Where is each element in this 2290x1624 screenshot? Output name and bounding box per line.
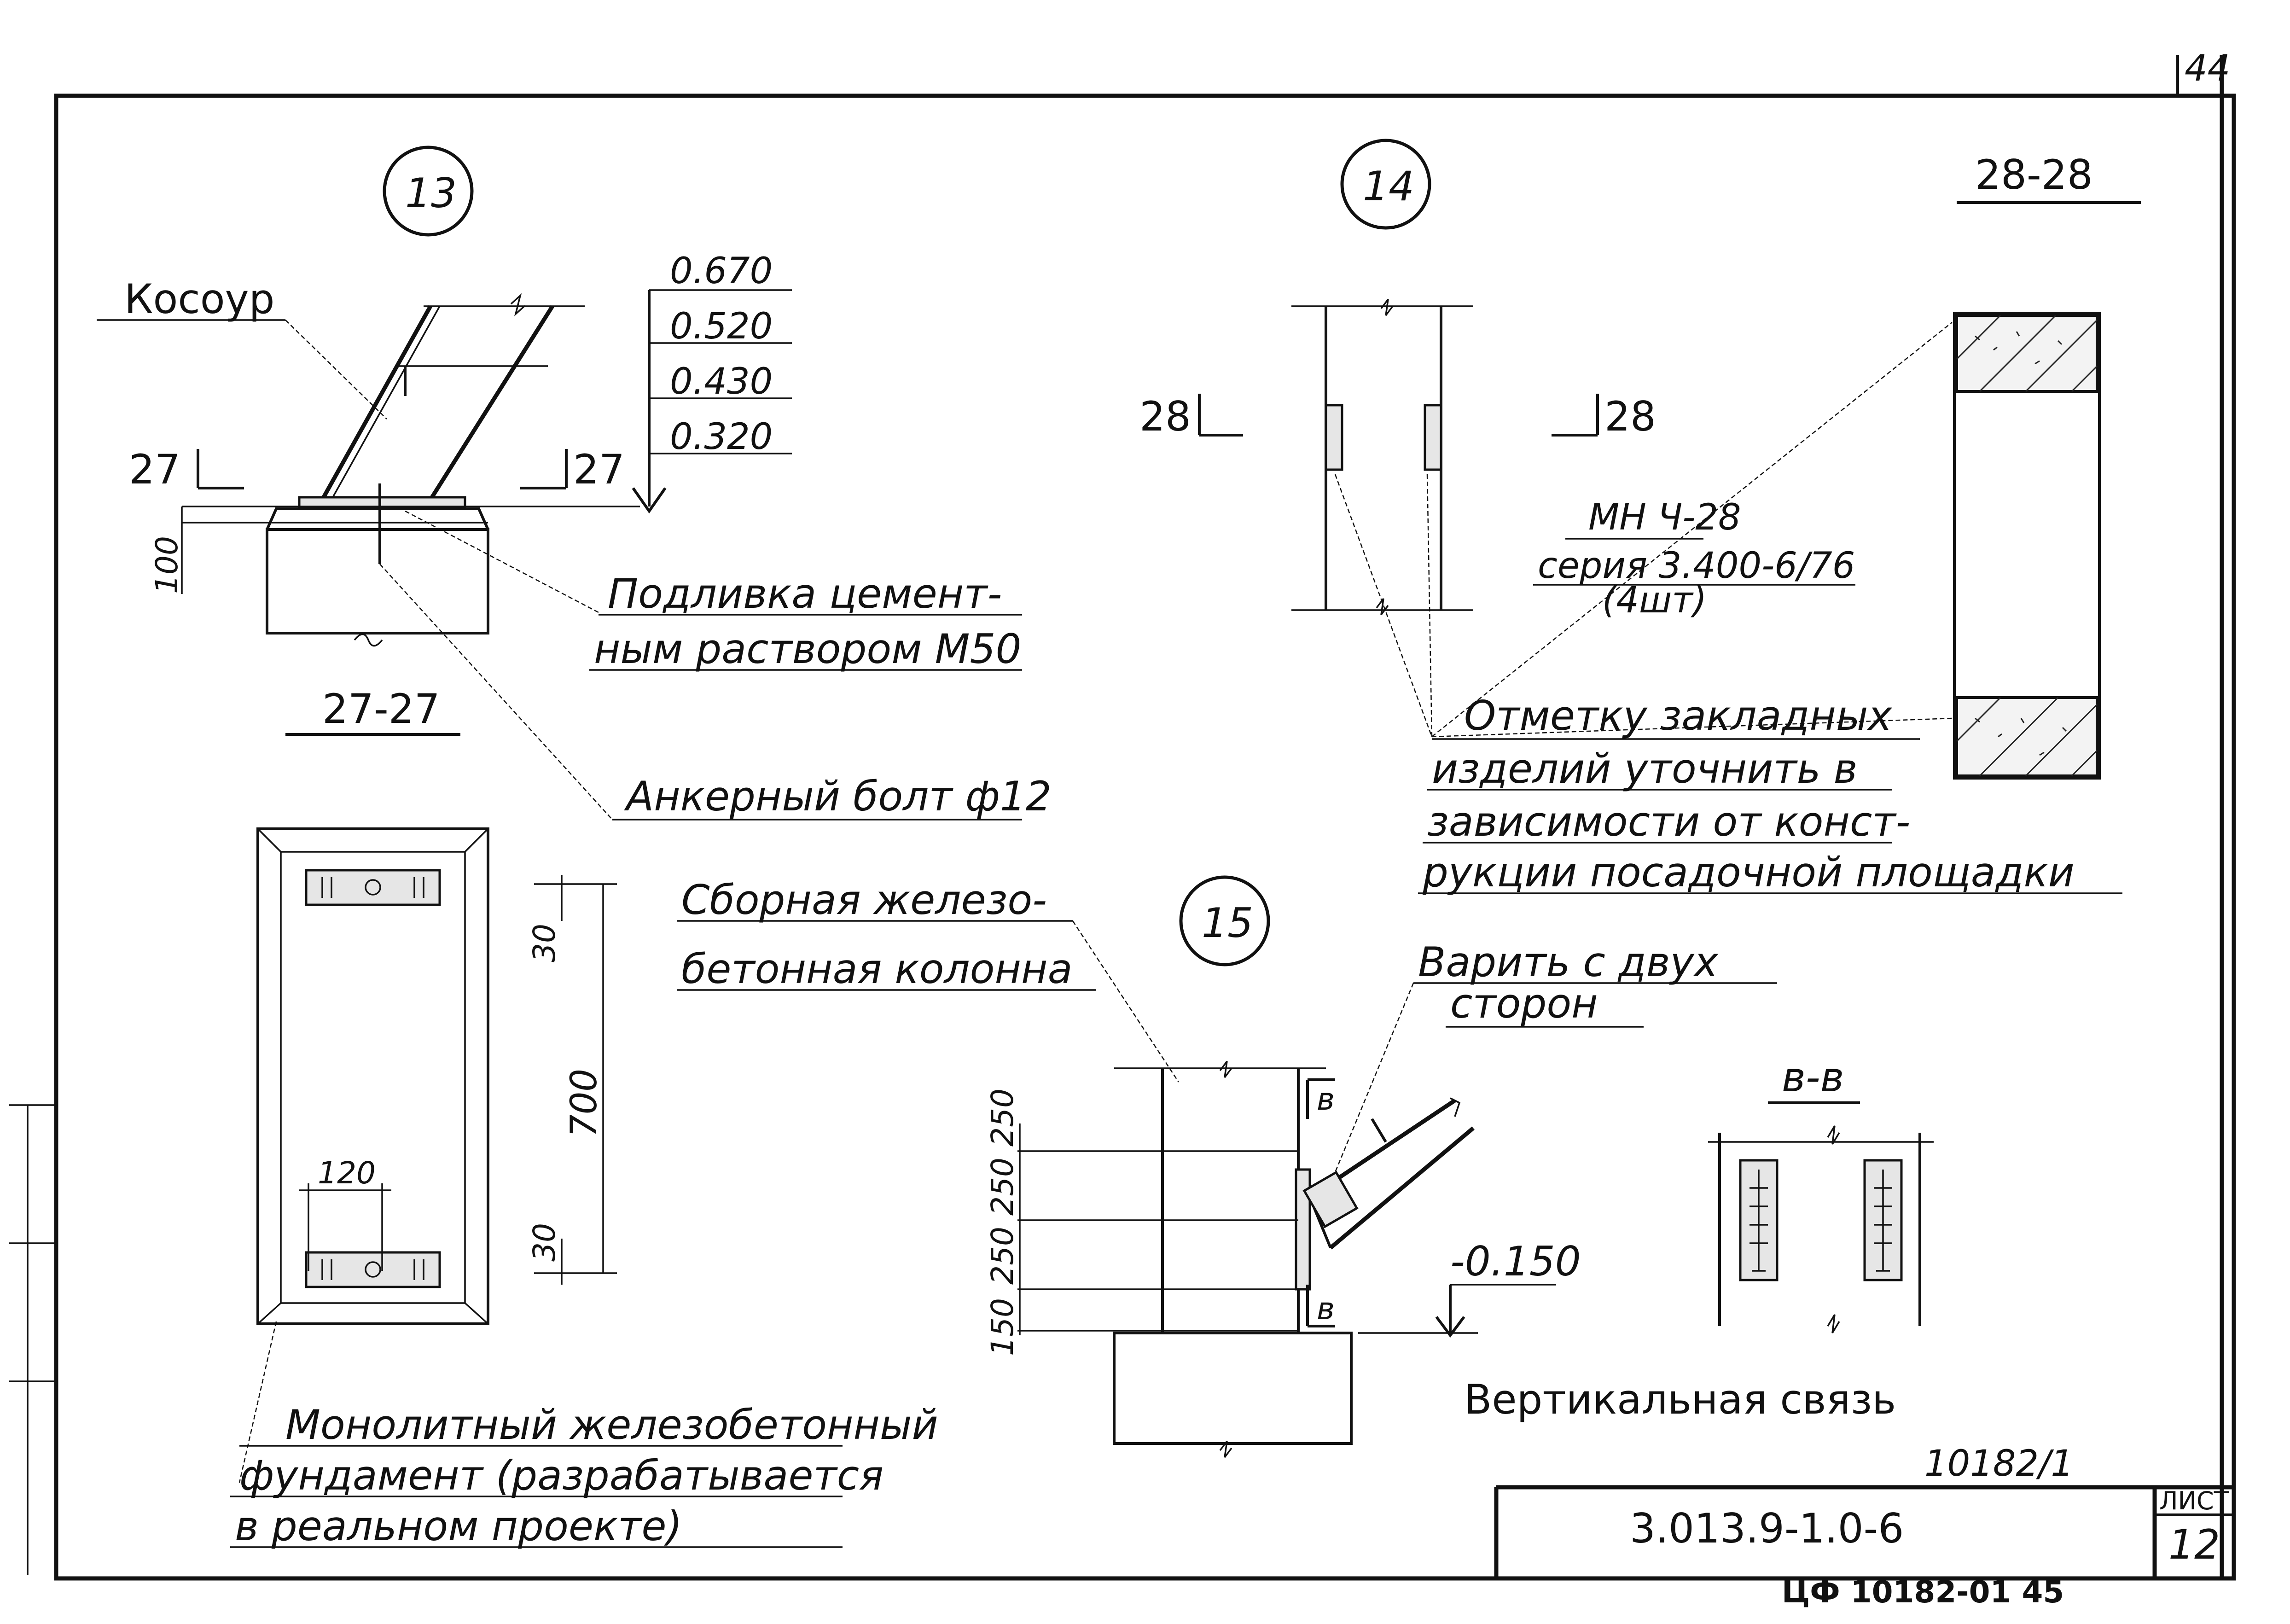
weld-note-line2: сторон [1450,980,1598,1027]
embed-note-line1: Отметку закладных [1464,692,1892,739]
part-qty: (4шт) [1602,580,1707,621]
embed-plate-right [1424,404,1442,471]
section-b-title: в-в [1782,1054,1844,1101]
dim-100: 100 [149,536,185,594]
part-series: серия 3.400-6/76 [1538,545,1855,587]
section-27-title: 27-27 [322,685,440,733]
grout-note-line1: Подливка цемент- [608,570,1002,617]
column-note-line1: Сборная железо- [681,876,1047,924]
dim-250-a: 250 [985,1088,1020,1147]
section-28-concrete-top [1955,314,2098,393]
part-code: МН Ч-28 [1588,497,1741,538]
vertical-brace-caption: Вертикальная связь [1464,1376,1896,1423]
elevation-ladder: 0.670 0.520 0.430 0.320 [632,250,792,514]
node-13-marker: 13 [405,169,457,217]
section-28-body [1953,312,2101,780]
node-14: 14 28 28 МН Ч-28 серия 3.400-6/76 (4шт) … [1139,139,2141,896]
stringer-label: Косоур [124,275,274,323]
node-15: 15 Сборная железо- бетонная колонна Вари… [677,875,1934,1458]
title-block: 10182/1 3.013.9-1.0-6 ЛИСТ 12 ЦФ 10182-0… [1494,1443,2234,1610]
elevation-0670: 0.670 [670,250,773,292]
sheet-label: ЛИСТ [2159,1486,2230,1515]
cut-27-right: 27 [573,446,625,493]
embed-note-line3: зависимости от конст- [1427,798,1910,845]
section-28-title: 28-28 [1975,151,2093,198]
cut-b-bottom: в [1317,1291,1335,1327]
weld-note-line1: Варить с двух [1418,938,1719,986]
cut-28-right: 28 [1604,393,1656,440]
sheet-frame: 44 [9,48,2236,1581]
node-13: 13 Косоур [97,146,1052,1550]
anchor-note: Анкерный болт ф12 [624,773,1052,820]
foundation-line2: фундамент (разрабатывается [239,1452,883,1499]
node-15-marker: 15 [1202,899,1253,947]
column-footing [1113,1332,1353,1445]
column-note-line2: бетонная колонна [681,945,1073,993]
cut-28-left: 28 [1139,393,1191,440]
dim-700: 700 [564,1069,605,1137]
sheet-number: 12 [2168,1521,2220,1568]
cut-27-left: 27 [129,446,180,493]
node-15-marker-circle [1179,875,1270,966]
embed-note-line4: рукции посадочной площадки [1422,849,2075,896]
cut-b-top: в [1317,1082,1335,1117]
archive-stamp: ЦФ 10182-01 45 [1782,1574,2064,1610]
dim-120: 120 [318,1155,376,1191]
dim-250-b: 250 [985,1158,1020,1216]
dim-30-bottom: 30 [527,1223,562,1262]
dim-250-c: 250 [985,1227,1020,1285]
elevation-0320: 0.320 [670,416,773,458]
foundation-line3: в реальном проекте) [235,1502,682,1550]
node-13-marker-circle [383,146,474,237]
elevation-0520: 0.520 [670,306,773,347]
dim-150: 150 [985,1298,1020,1356]
dim-30-top: 30 [527,924,562,962]
designation: 3.013.9-1.0-6 [1630,1505,1904,1552]
corner-number: 44 [2185,48,2230,89]
embed-note-line2: изделий уточнить в [1432,745,1857,792]
stringer [320,293,585,501]
embed-plate-left [1325,404,1343,471]
grout-note-line2: ным раствором М50 [594,625,1021,673]
elevation-minus-0150: -0.150 [1450,1238,1581,1285]
elevation-0430: 0.430 [670,361,773,402]
foundation-plan [256,827,489,1325]
foundation-line1: Монолитный железобетонный [285,1401,938,1449]
vertical-brace [1302,1097,1475,1250]
node-14-marker: 14 [1363,163,1414,210]
doc-number: 10182/1 [1924,1443,2074,1484]
section-28-concrete-bottom [1955,696,2098,777]
node-14-marker-circle [1340,139,1431,230]
